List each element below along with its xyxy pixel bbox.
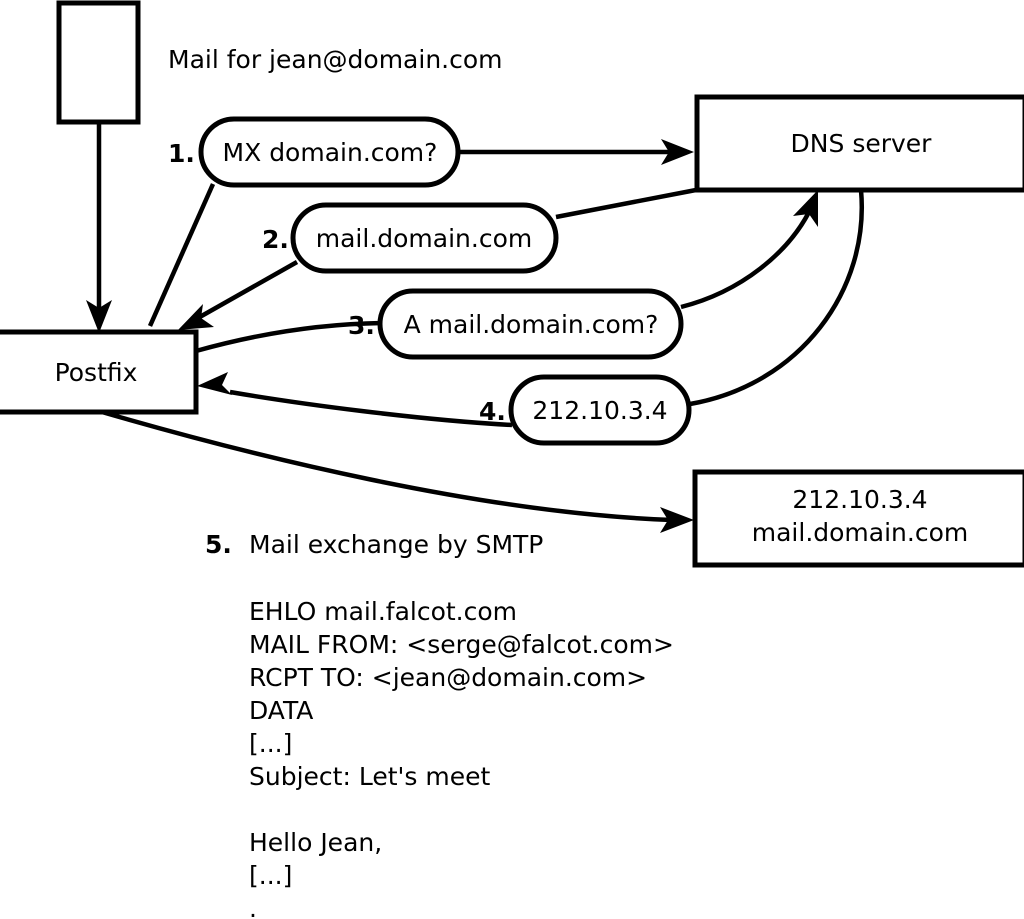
edge-client-to-postfix xyxy=(86,123,112,333)
bubble-step-4-text: 212.10.3.4 xyxy=(532,396,667,425)
transcript-line: Subject: Let's meet xyxy=(249,762,490,791)
node-postfix-label: Postfix xyxy=(55,358,138,387)
transcript-line: [...] xyxy=(249,729,292,758)
edge-dns-to-step2 xyxy=(555,187,697,220)
bubble-step-4 xyxy=(508,374,692,446)
bubble-step-1 xyxy=(198,116,461,188)
step-5-label: Mail exchange by SMTP xyxy=(249,530,543,559)
diagram-title: Mail for jean@domain.com xyxy=(168,45,503,74)
transcript-line: [...] xyxy=(249,861,292,890)
step-number-5: 5. xyxy=(205,530,232,559)
edge-postfix-to-step3 xyxy=(195,320,383,354)
bubble-step-3 xyxy=(377,288,684,360)
transcript-line: . xyxy=(249,894,257,919)
node-postfix-box xyxy=(0,329,199,415)
step-number-3: 3. xyxy=(348,311,375,340)
edge-step3-to-dns xyxy=(680,190,818,310)
node-target-host: mail.domain.com xyxy=(752,518,968,547)
smtp-transcript: EHLO mail.falcot.com MAIL FROM: <serge@f… xyxy=(249,597,674,919)
node-target-ip: 212.10.3.4 xyxy=(792,485,927,514)
node-dns-label: DNS server xyxy=(791,129,933,158)
bubble-step-2 xyxy=(290,202,559,274)
step-number-2: 2. xyxy=(262,225,289,254)
step-number-4: 4. xyxy=(479,397,506,426)
bubble-step-2-text: mail.domain.com xyxy=(316,224,532,253)
node-target-box xyxy=(692,469,1024,568)
bubble-step-3-text: A mail.domain.com? xyxy=(404,310,659,339)
transcript-line: MAIL FROM: <serge@falcot.com> xyxy=(249,630,674,659)
transcript-line: Hello Jean, xyxy=(249,828,382,857)
transcript-line: RCPT TO: <jean@domain.com> xyxy=(249,663,647,692)
edge-dns-to-step4 xyxy=(689,189,865,407)
transcript-line: DATA xyxy=(249,696,313,725)
edge-postfix-to-target xyxy=(101,409,694,533)
step-number-1: 1. xyxy=(168,139,195,168)
edge-step2-to-postfix xyxy=(178,260,299,330)
bubble-step-1-text: MX domain.com? xyxy=(223,138,438,167)
transcript-line: EHLO mail.falcot.com xyxy=(249,597,517,626)
edge-step4-to-postfix xyxy=(197,372,513,428)
node-client-box xyxy=(56,0,141,125)
edge-step1-to-dns xyxy=(458,139,694,165)
node-dns-box xyxy=(694,94,1024,193)
edge-postfix-to-step1 xyxy=(147,183,216,327)
